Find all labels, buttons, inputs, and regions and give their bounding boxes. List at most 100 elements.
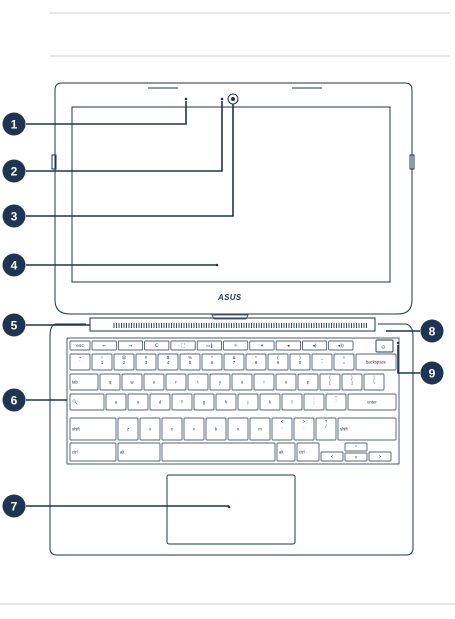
callout-2: 2 xyxy=(2,159,26,183)
punct-key: "' xyxy=(325,393,347,411)
keyboard-frame xyxy=(66,337,400,465)
callout-number: 9 xyxy=(429,366,436,380)
fn-key: ▭‖ xyxy=(196,340,222,351)
key-label: & xyxy=(233,355,236,360)
key-label: 0 xyxy=(299,360,302,365)
key-label: ☀ xyxy=(260,343,264,349)
lid-outline xyxy=(54,82,413,315)
key-label: [ xyxy=(329,380,331,385)
power-indicator xyxy=(396,341,400,345)
letter-key: b xyxy=(205,417,227,441)
key-label: shift xyxy=(340,427,349,432)
key-label: s xyxy=(137,400,139,405)
key-label: 3 xyxy=(145,360,148,365)
letter-key: c xyxy=(161,417,183,441)
key-label: ~ xyxy=(79,355,82,360)
key-label: z xyxy=(127,427,129,432)
key-label: C xyxy=(155,343,158,349)
key-label: a xyxy=(115,400,118,405)
letter-key: g xyxy=(193,393,215,411)
keyboard: esc←→C⛶▭‖☼☀◂◂)◂))~`!1@2#3$4%5^6&7*8(9)0_… xyxy=(69,340,397,462)
fn-key: ◂) xyxy=(302,340,328,351)
number-key: += xyxy=(333,353,355,371)
key-label: ^ xyxy=(355,445,357,450)
key-label: y xyxy=(219,380,222,385)
letter-key: d xyxy=(149,393,171,411)
search-key: 🔍 xyxy=(69,393,105,411)
letter-key: v xyxy=(183,417,205,441)
key-label: 7 xyxy=(233,360,236,365)
key-label: + xyxy=(343,355,346,360)
callout-number: 4 xyxy=(11,258,18,272)
callout-number: 2 xyxy=(11,164,18,178)
key-label: l xyxy=(292,400,293,405)
number-key: ^6 xyxy=(201,353,223,371)
number-key: _- xyxy=(311,353,333,371)
callout-number: 3 xyxy=(11,209,18,223)
letter-key: u xyxy=(231,373,253,391)
arrow-right-key: > xyxy=(368,451,392,462)
punct-key: |\ xyxy=(363,373,385,391)
callout-6: 6 xyxy=(2,388,26,412)
leader-9 xyxy=(397,345,420,374)
punct-key: >. xyxy=(293,417,315,441)
microphone xyxy=(184,97,188,101)
arrow-down-key: v xyxy=(344,452,368,462)
key-label: d xyxy=(159,400,162,405)
leader-lines xyxy=(26,101,420,507)
key-label: shift xyxy=(72,427,81,432)
letter-key: m xyxy=(249,417,271,441)
camera-indicator xyxy=(220,97,224,101)
key-label: alt xyxy=(279,450,284,455)
callout-number: 6 xyxy=(11,393,18,407)
callout-number: 8 xyxy=(429,324,436,338)
key-label: o xyxy=(285,380,288,385)
key-label: 8 xyxy=(255,360,258,365)
key-label: ☼ xyxy=(234,343,238,349)
arrow-up-key: ^ xyxy=(344,442,368,452)
key-label: ⛶ xyxy=(181,343,185,349)
punct-key: {[ xyxy=(319,373,341,391)
key-label: * xyxy=(255,355,257,360)
number-key: (9 xyxy=(267,353,289,371)
key-label: q xyxy=(109,380,112,385)
callout-3: 3 xyxy=(2,204,26,228)
letter-key: l xyxy=(281,393,303,411)
punct-key: <, xyxy=(271,417,293,441)
callout-number: 1 xyxy=(11,117,18,131)
shift-right-key: shift xyxy=(337,417,397,441)
key-label: u xyxy=(241,380,244,385)
touchpad xyxy=(166,474,296,545)
key-label: , xyxy=(281,424,282,429)
power-icon: ⏻ xyxy=(382,345,386,351)
number-key: $4 xyxy=(157,353,179,371)
punct-key: ?/ xyxy=(315,417,337,441)
key-label: ( xyxy=(277,355,279,360)
key-label: - xyxy=(321,360,323,365)
key-label: enter xyxy=(367,400,377,405)
letter-key: z xyxy=(117,417,139,441)
punct-key: :; xyxy=(303,393,325,411)
letter-key: h xyxy=(215,393,237,411)
key-label: ` xyxy=(79,360,81,365)
callout-7: 7 xyxy=(2,494,26,518)
key-label: → xyxy=(129,344,133,349)
key-label: ◂ xyxy=(287,344,290,349)
leader-1 xyxy=(26,101,187,125)
key-label: 4 xyxy=(167,360,170,365)
letter-key: o xyxy=(275,373,297,391)
key-label: \ xyxy=(373,380,375,385)
callout-5: 5 xyxy=(2,313,26,337)
key-label: # xyxy=(145,355,148,360)
key-label: ' xyxy=(336,400,337,405)
key-label: x xyxy=(149,427,152,432)
callout-number: 7 xyxy=(11,499,18,513)
key-label: % xyxy=(188,355,192,360)
key-label: e xyxy=(153,380,156,385)
fn-key: C xyxy=(144,340,170,351)
key-label: k xyxy=(269,400,272,405)
number-key: )0 xyxy=(289,353,311,371)
key-label: ; xyxy=(313,400,314,405)
key-label: > xyxy=(379,454,382,459)
number-key: %5 xyxy=(179,353,201,371)
